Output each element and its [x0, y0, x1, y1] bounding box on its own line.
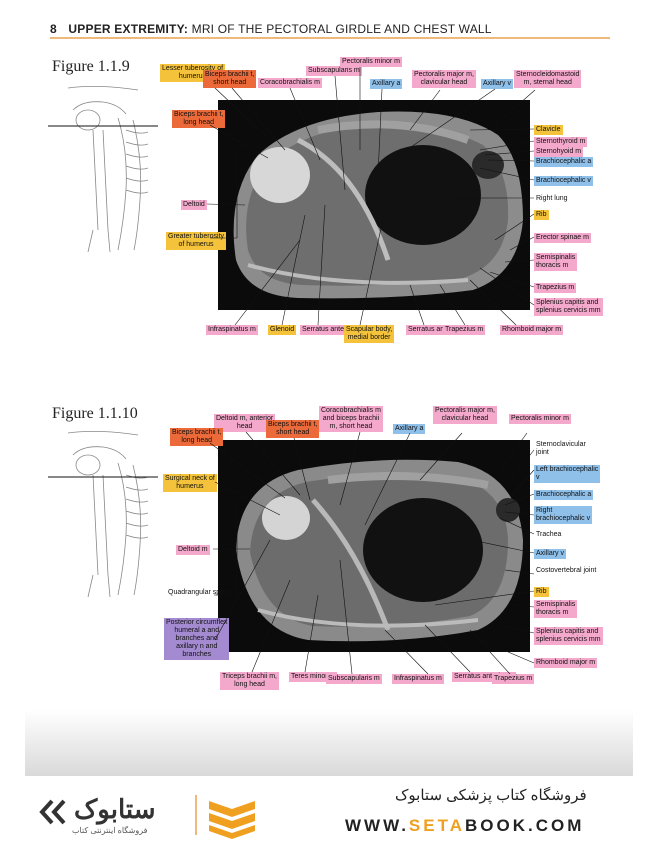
label-biceps-short-head: Biceps brachii t,short head	[203, 70, 257, 88]
label-rhomboid: Rhomboid major m	[534, 658, 598, 668]
figure-1-1-9-title: Figure 1.1.9	[52, 58, 130, 75]
label-pectoralis-major: Pectoralis major m,clavicular head	[412, 70, 476, 88]
footer-shadow	[25, 710, 633, 776]
mri-image-1	[218, 100, 530, 310]
label-clavicle: Clavicle	[534, 125, 563, 135]
store-name: فروشگاه کتاب پزشکی ستابوک	[395, 787, 587, 804]
footer-banner	[0, 776, 658, 842]
label-serratus-anterior-2: Serratus anterior m	[406, 325, 470, 335]
footer-divider	[195, 795, 197, 835]
label-rib: Rib	[534, 587, 549, 597]
mri-axial-slice-1	[233, 111, 523, 299]
brand-logo-subtitle: فروشگاه اینترنتی کتاب	[72, 826, 148, 835]
label-axillary-a: Axillary a	[393, 424, 426, 434]
page-number: 8	[50, 22, 57, 36]
label-glenoid: Glenoid	[268, 325, 297, 335]
label-pectoralis-major: Pectoralis major m,clavicular head	[433, 406, 497, 424]
url-suffix: BOOK.COM	[465, 816, 585, 835]
label-axillary-a: Axillary a	[370, 79, 403, 89]
label-quadrangular-space: Quadrangular space	[168, 589, 232, 596]
section-subtitle: MRI OF THE PECTORAL GIRDLE AND CHEST WAL…	[191, 22, 492, 36]
label-deltoid: Deltoid	[181, 200, 207, 210]
url-prefix: WWW.	[345, 816, 409, 835]
label-axillary-v: Axillary v	[481, 79, 514, 89]
label-brachiocephalic-a: Brachiocephalic a	[534, 490, 594, 500]
section-title: UPPER EXTREMITY:	[68, 22, 189, 36]
label-sternothyroid: Sternothyroid m	[534, 137, 588, 147]
label-erector-spinae: Erector spinae m	[534, 233, 591, 243]
book-logo-icon	[209, 801, 255, 839]
label-pectoralis-minor: Pectoralis minor m	[509, 414, 571, 424]
skeleton-thumbnail-2	[48, 431, 158, 598]
label-trapezius: Trapezius m	[492, 674, 535, 684]
label-brachiocephalic-a: Brachiocephalic a	[534, 157, 594, 167]
url-accent: SETA	[408, 816, 465, 835]
label-triceps: Triceps brachii m,long head	[220, 672, 279, 690]
label-subscapularis: Subscapularis m	[326, 674, 382, 684]
label-trachea: Trachea	[536, 531, 562, 538]
label-serratus-anterior: Serratus anterior m	[452, 672, 516, 682]
label-right-lung: Right lung	[536, 195, 568, 202]
store-url[interactable]: WWW.SETABOOK.COM	[345, 816, 584, 836]
label-biceps-long-head: Biceps brachii t,long head	[170, 428, 224, 446]
figure-1-1-10-title: Figure 1.1.10	[52, 405, 138, 422]
label-infraspinatus: Infraspinatus m	[392, 674, 444, 684]
running-header: 8 UPPER EXTREMITY: MRI OF THE PECTORAL G…	[50, 22, 492, 36]
label-biceps-long-head: Biceps brachii t,long head	[172, 110, 226, 128]
brand-chevron-icon	[39, 799, 66, 825]
label-coracobrachialis: Coracobrachialis m	[258, 78, 322, 88]
label-axillary-v: Axillary v	[534, 549, 567, 559]
label-biceps-short-head: Biceps brachii t,short head	[266, 420, 320, 438]
label-rib: Rib	[534, 210, 549, 220]
mri-axial-slice-2	[236, 459, 523, 642]
header-rule	[50, 37, 610, 39]
skeleton-thumbnail-1	[48, 86, 158, 253]
label-trapezius-right: Trapezius m	[534, 283, 577, 293]
label-brachiocephalic-v: Brachiocephalic v	[534, 176, 593, 186]
label-trapezius-bottom: Trapezius m	[443, 325, 486, 335]
label-costovertebral-joint: Costovertebral joint	[536, 567, 597, 574]
label-pectoralis-minor: Pectoralis minor m	[340, 57, 402, 67]
label-infraspinatus: Infraspinatus m	[206, 325, 258, 335]
mri-image-2	[218, 440, 530, 652]
label-sternohyoid: Sternohyoid m	[534, 147, 584, 157]
label-rhomboid: Rhomboid major m	[500, 325, 564, 335]
label-serratus-anterior: Serratus anterior m	[300, 325, 364, 335]
label-subscapularis: Subscapularis m	[306, 66, 362, 76]
label-scapular-body: Scapular body,medial border	[344, 325, 395, 343]
brand-logo-text: ستابوک	[74, 794, 156, 824]
label-teres-minor: Teres minor m	[289, 672, 338, 682]
label-deltoid: Deltoid m	[176, 545, 210, 555]
